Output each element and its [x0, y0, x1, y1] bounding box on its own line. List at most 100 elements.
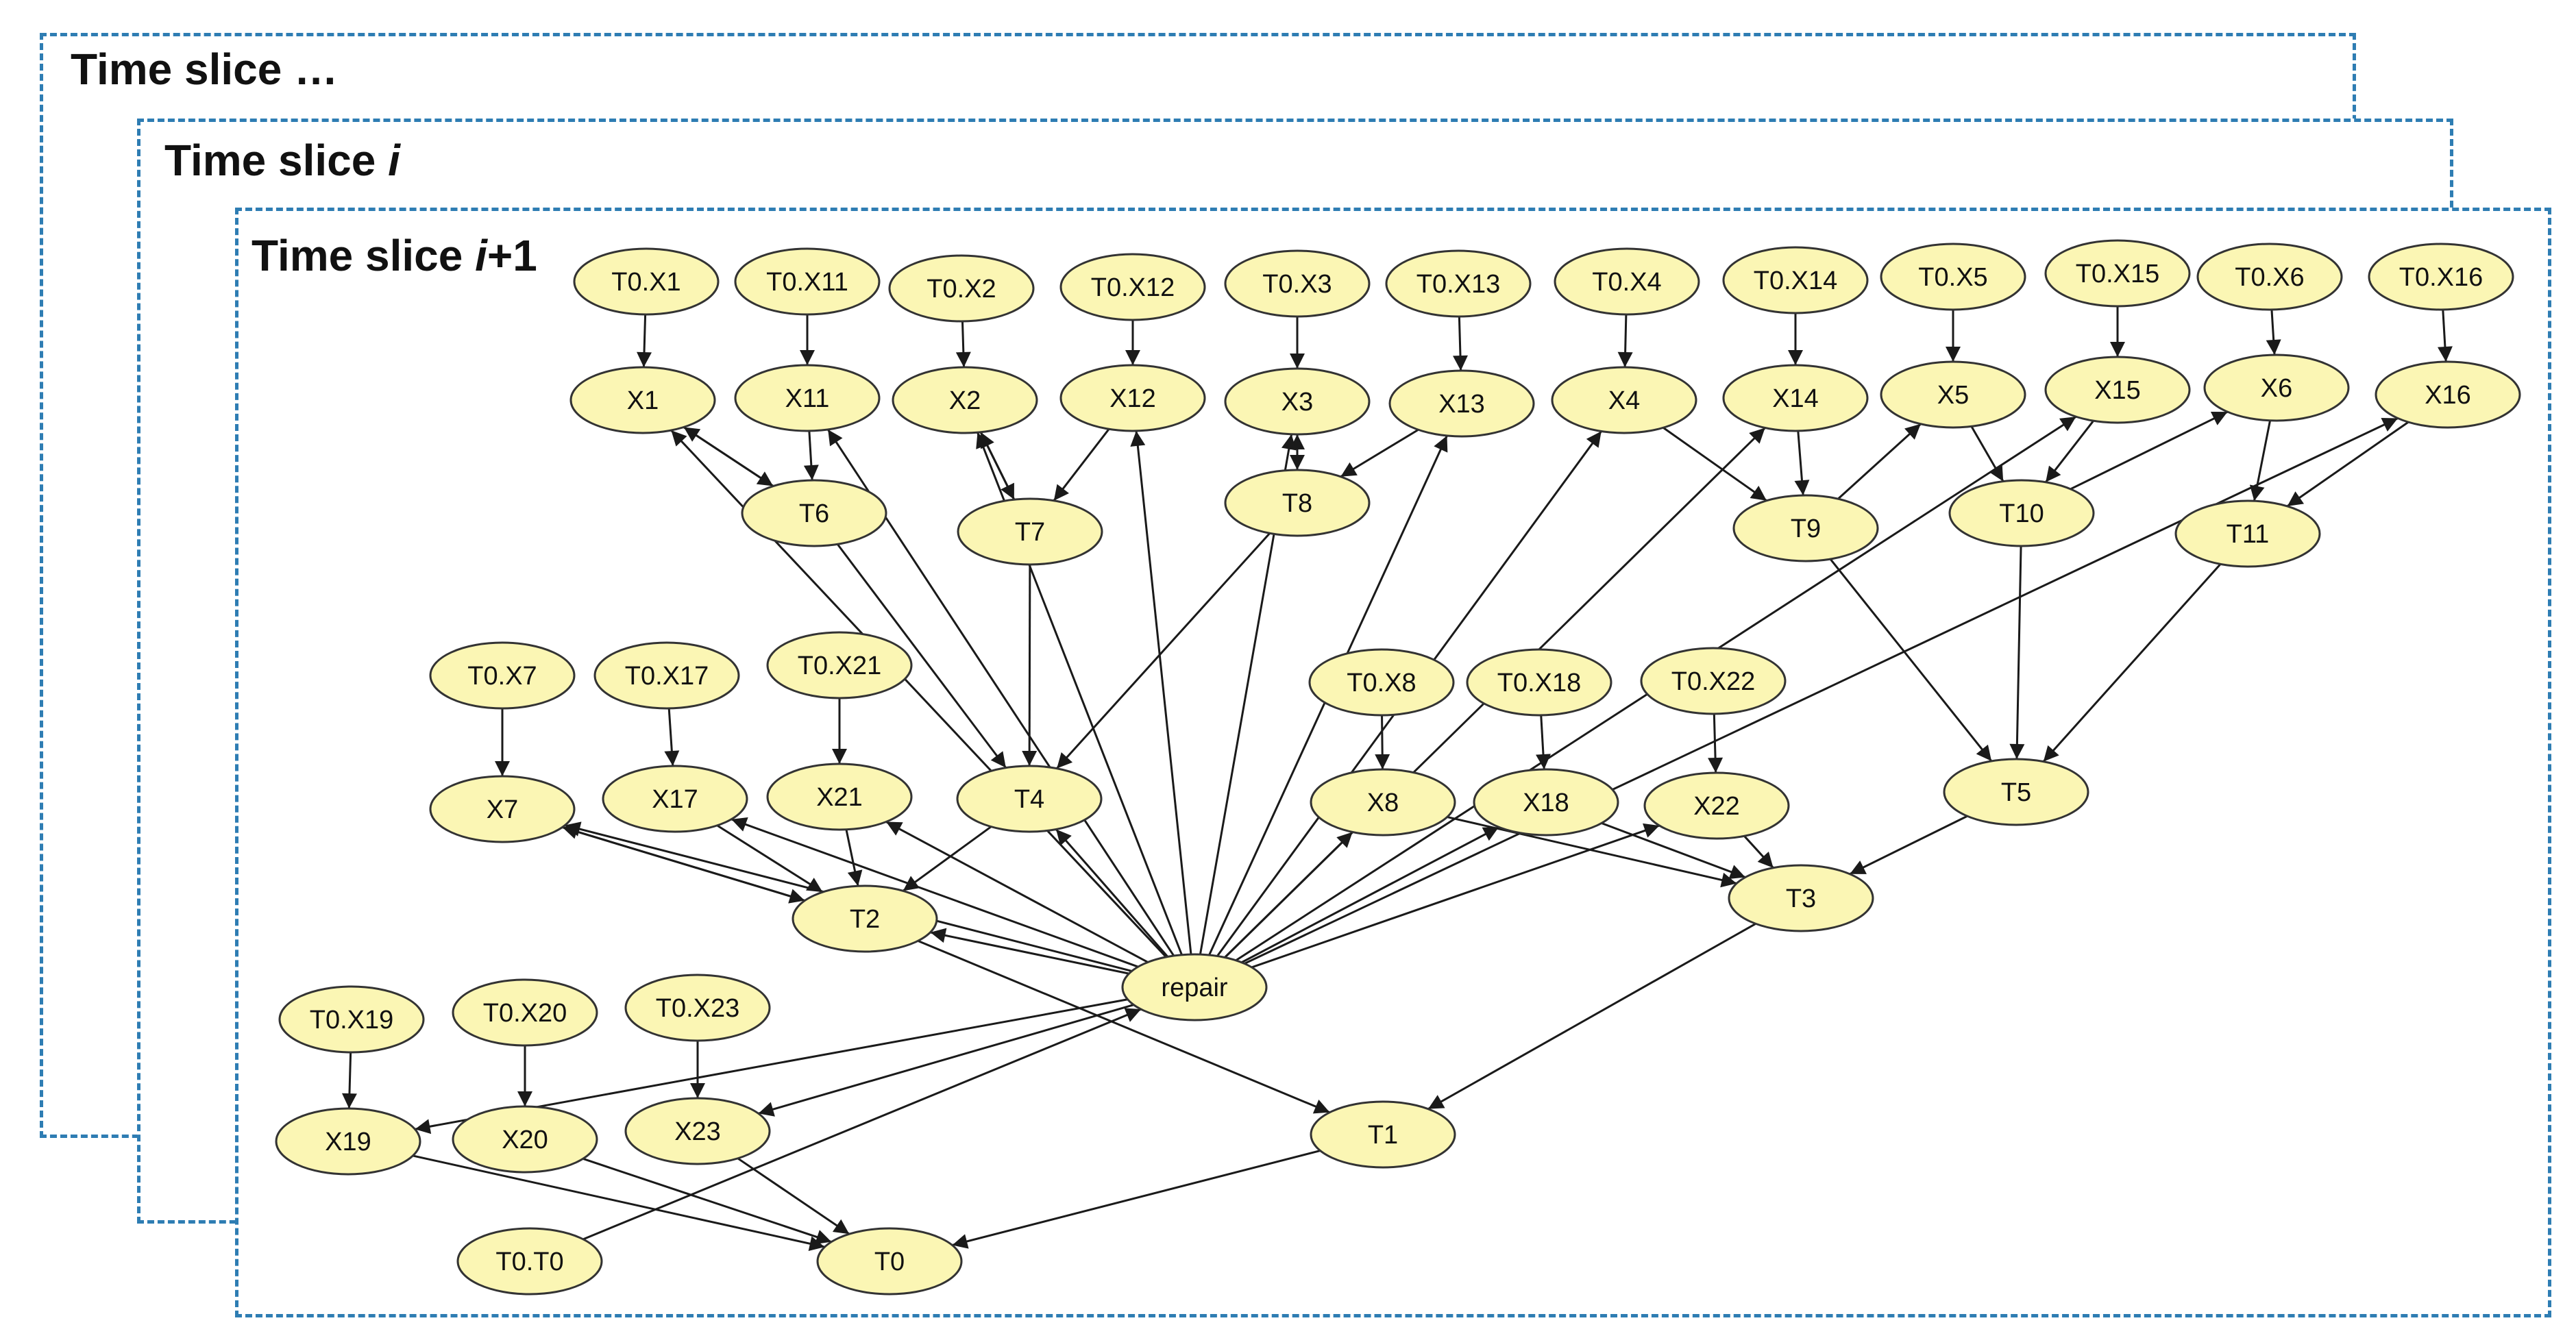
node-ellipse	[956, 765, 1103, 833]
node-ellipse	[1880, 243, 2026, 311]
node-t0-x17: T0.X17	[593, 641, 740, 710]
node-x21: X21	[766, 763, 913, 831]
node-label: T0.X6	[2235, 263, 2304, 292]
edge-x18-to-t3	[1601, 822, 1746, 880]
node-t5: T5	[1943, 758, 2089, 826]
node-ellipse	[2174, 499, 2321, 568]
node-ellipse	[593, 641, 740, 710]
node-label: X5	[1937, 381, 1969, 410]
node-t0-x16: T0.X16	[2368, 243, 2514, 311]
node-x2: X2	[892, 366, 1038, 434]
edge-t0-x6-to-x6	[2266, 309, 2281, 356]
node-t0-t0: T0.T0	[456, 1227, 603, 1296]
node-ellipse	[1121, 953, 1268, 1021]
node-ellipse	[602, 765, 748, 833]
edge-t8-to-t4	[1056, 532, 1271, 769]
edge-t10-to-t5	[2009, 545, 2025, 760]
node-t0-x19: T0.X19	[278, 985, 425, 1054]
edge-x19-to-t0	[413, 1154, 825, 1252]
edge-repair-to-x23	[758, 1004, 1134, 1117]
node-t0-x5: T0.X5	[1880, 243, 2026, 311]
node-t0-x20: T0.X20	[452, 978, 598, 1047]
node-ellipse	[1224, 469, 1371, 537]
node-label: X12	[1109, 384, 1156, 413]
node-label: T4	[1014, 785, 1044, 814]
node-label: T0.T0	[495, 1248, 563, 1276]
edge-x15-to-t10	[2044, 420, 2095, 483]
node-t3: T3	[1728, 864, 1874, 932]
node-ellipse	[741, 479, 887, 547]
time-slice-outer-title: Time slice …	[71, 44, 338, 95]
node-ellipse	[452, 978, 598, 1047]
node-ellipse	[1388, 369, 1535, 438]
node-ellipse	[278, 985, 425, 1054]
node-ellipse	[734, 247, 881, 316]
time-slice-inner-index: i	[475, 231, 487, 280]
edge-t4-to-t2	[902, 826, 992, 892]
node-x8: X8	[1310, 768, 1456, 837]
node-label: X3	[1281, 388, 1313, 417]
node-x3: X3	[1224, 367, 1371, 436]
node-label: X8	[1367, 789, 1399, 817]
edge-x21-to-t2	[845, 829, 863, 887]
node-ellipse	[766, 631, 913, 699]
node-x19: X19	[275, 1107, 421, 1176]
node-x17: X17	[602, 765, 748, 833]
node-t0-x3: T0.X3	[1224, 249, 1371, 318]
edge-x20-to-t0	[582, 1157, 832, 1245]
node-ellipse	[816, 1227, 963, 1296]
node-label: X17	[652, 785, 698, 814]
node-label: T0.X5	[1918, 263, 1987, 292]
node-ellipse	[573, 247, 720, 316]
node-ellipse	[429, 641, 576, 710]
node-ellipse	[452, 1105, 598, 1174]
node-label: T0.X17	[625, 662, 709, 691]
node-ellipse	[275, 1107, 421, 1176]
node-ellipse	[1224, 367, 1371, 436]
node-x1: X1	[569, 366, 716, 434]
edge-t0-t0-to-repair	[582, 1008, 1142, 1241]
edge-repair-to-x17	[731, 817, 1139, 968]
time-slice-inner-suffix: +1	[487, 231, 537, 280]
time-slice-middle-index: i	[388, 136, 400, 185]
edge-t0-x19-to-x19	[341, 1052, 357, 1109]
node-label: T0.X1	[611, 268, 680, 297]
edge-repair-to-x22	[1251, 823, 1660, 969]
node-ellipse	[957, 497, 1103, 566]
edge-t7-to-x2	[979, 432, 1016, 500]
node-label: T0.X19	[310, 1006, 394, 1035]
node-label: T7	[1015, 518, 1045, 547]
node-label: T0.X3	[1262, 270, 1332, 299]
node-x16: X16	[2375, 360, 2521, 429]
node-ellipse	[2044, 356, 2191, 424]
node-ellipse	[624, 1097, 771, 1165]
node-label: T0.X4	[1592, 268, 1661, 297]
time-slice-inner-title: Time slice i+1	[252, 230, 537, 281]
edge-x5-to-t10	[1970, 425, 2004, 482]
node-t0-x18: T0.X18	[1466, 648, 1612, 717]
node-ellipse	[1059, 364, 1206, 432]
node-label: T0.X2	[927, 275, 996, 303]
edge-x11-to-t6	[803, 430, 819, 481]
node-label: T2	[850, 905, 880, 934]
node-x7: X7	[429, 775, 576, 843]
node-label: T0.X7	[467, 662, 537, 691]
node-ellipse	[1722, 246, 1869, 314]
node-label: T6	[799, 499, 829, 528]
node-x13: X13	[1388, 369, 1535, 438]
edge-t9-to-t5	[1829, 558, 1993, 762]
node-ellipse	[1310, 1100, 1456, 1169]
node-ellipse	[1643, 771, 1790, 840]
edge-repair-to-t4	[1055, 828, 1169, 958]
node-label: T0.X18	[1497, 669, 1582, 697]
node-label: T0.X14	[1754, 267, 1838, 295]
node-ellipse	[1728, 864, 1874, 932]
node-ellipse	[888, 254, 1035, 323]
node-label: X4	[1608, 386, 1640, 415]
node-t0-x2: T0.X2	[888, 254, 1035, 323]
node-ellipse	[1943, 758, 2089, 826]
node-ellipse	[624, 974, 771, 1042]
node-ellipse	[1732, 494, 1879, 562]
node-t0: T0	[816, 1227, 963, 1296]
edge-t11-to-t5	[2042, 563, 2222, 763]
